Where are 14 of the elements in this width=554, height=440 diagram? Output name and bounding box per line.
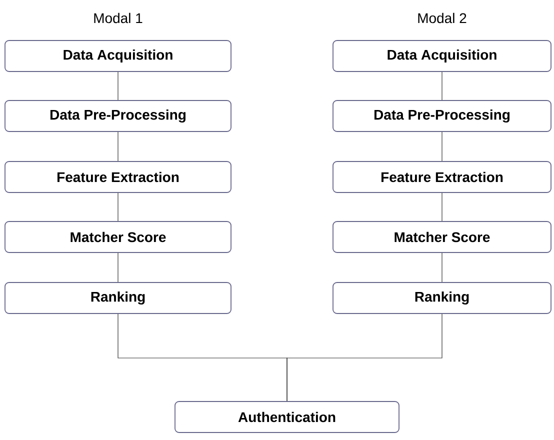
process-box: Data Acquisition xyxy=(332,40,552,72)
column-heading: Modal 1 xyxy=(94,12,142,24)
process-box: Matcher Score xyxy=(332,221,552,253)
process-box: Feature Extraction xyxy=(332,161,552,193)
process-box: Ranking xyxy=(332,282,552,314)
column-heading: Modal 2 xyxy=(418,12,466,24)
process-box: Authentication xyxy=(174,401,400,433)
process-box: Data Acquisition xyxy=(4,40,232,72)
process-box: Data Pre-Processing xyxy=(4,100,232,132)
connector-line xyxy=(286,314,442,402)
process-box: Data Pre-Processing xyxy=(332,100,552,132)
process-box: Feature Extraction xyxy=(4,161,232,193)
process-box: Matcher Score xyxy=(4,221,232,253)
process-box: Ranking xyxy=(4,282,232,314)
